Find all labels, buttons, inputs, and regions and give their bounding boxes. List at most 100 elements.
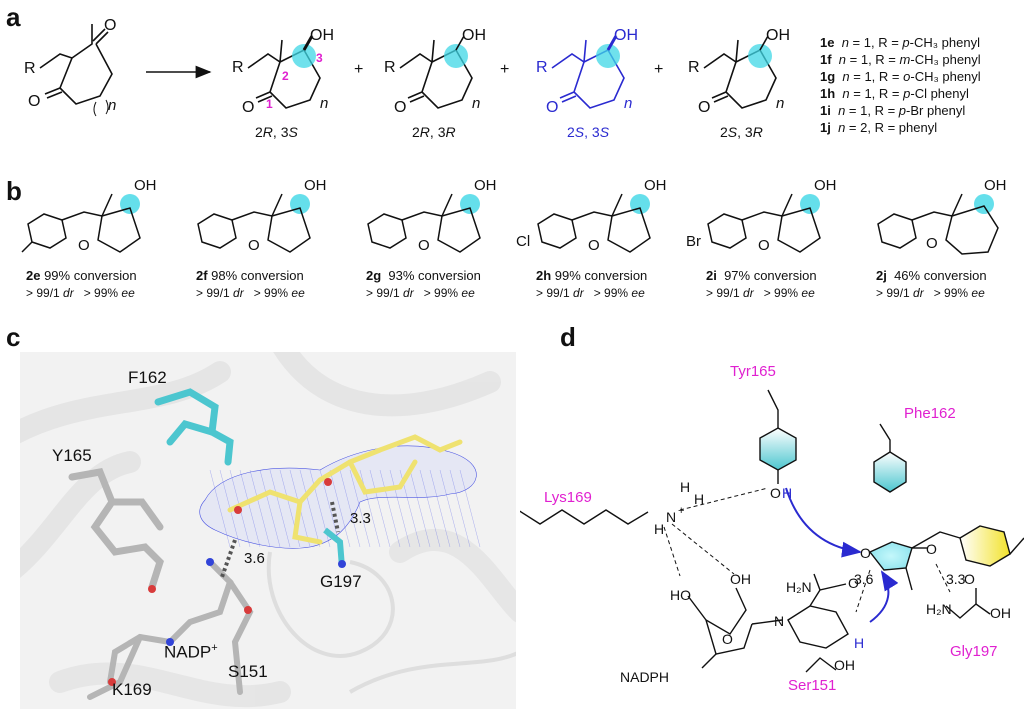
product-r: R — [536, 59, 548, 76]
legend-row-1h: 1h n = 1, R = p-Cl phenyl — [820, 86, 969, 101]
label-g197: G197 — [320, 572, 362, 591]
sm-r: R — [24, 60, 36, 77]
product-label-2: 2R, 3R — [412, 124, 456, 140]
tyr-oh-h: H — [782, 485, 792, 501]
compound-caption-2i: 2i 97% conversion> 99/1 dr > 99% ee — [706, 268, 817, 300]
sm-n: n — [108, 97, 116, 114]
atom-h-right: H — [694, 491, 704, 507]
amide-o: O — [848, 575, 859, 591]
compound-oh: OH — [474, 177, 497, 194]
ribose-oh: OH — [730, 571, 751, 587]
panel-label-d: d — [560, 322, 576, 352]
residue-phe162: Phe162 — [904, 405, 956, 422]
compound-caption-2j: 2j 46% conversion> 99/1 dr > 99% ee — [876, 268, 987, 300]
label-nadp: NADP+ — [164, 642, 218, 662]
product-o: O — [546, 99, 558, 116]
ring-n: N — [774, 613, 784, 629]
compound-oh: OH — [814, 177, 837, 194]
atom-h-left: H — [654, 521, 664, 537]
nadph-label: NADPH — [620, 669, 669, 685]
compound-structure-2j: O OH — [877, 177, 1007, 255]
legend-row-1i: 1i n = 1, R = p-Br phenyl — [820, 103, 966, 118]
legend-row-1e: 1e n = 1, R = p-CH₃ phenyl — [820, 35, 980, 50]
ribose-ho: HO — [670, 587, 691, 603]
mechanism-scheme: Tyr165 Phe162 Lys169 Gly197 Ser151 H H N… — [520, 363, 1024, 694]
starting-material — [39, 24, 113, 105]
plus-1: + — [354, 61, 363, 78]
product-label-1: 2R, 3S — [255, 124, 298, 140]
label-s151: S151 — [228, 662, 268, 681]
stereocenter-highlight — [800, 194, 820, 214]
product-n: n — [624, 95, 632, 112]
stereocenter-highlight — [444, 44, 468, 68]
ribose-o: O — [722, 631, 733, 647]
compound-caption-2f: 2f 98% conversion> 99/1 dr > 99% ee — [196, 268, 305, 300]
carbon-2: 2 — [282, 69, 289, 83]
ser-oh: OH — [834, 657, 855, 673]
label-k169: K169 — [112, 680, 152, 699]
stereocenter-highlight — [120, 194, 140, 214]
svg-text:O: O — [418, 237, 430, 254]
compound-oh: OH — [984, 177, 1007, 194]
product-n: n — [472, 95, 480, 112]
atom-nplus: + — [678, 505, 684, 517]
stereocenter-highlight — [460, 194, 480, 214]
distance-3-6: 3.6 — [244, 550, 265, 567]
compound-structure-2g: O OH — [367, 177, 497, 254]
legend-row-1j: 1j n = 2, R = phenyl — [820, 120, 938, 135]
product-o: O — [698, 99, 710, 116]
sm-o2: O — [104, 17, 116, 34]
stereocenter-highlight — [292, 44, 316, 68]
substrate-legend: 1e n = 1, R = p-CH₃ phenyl 1f n = 1, R =… — [820, 34, 981, 136]
distance-3-3: 3.3 — [350, 510, 371, 527]
substrate-o-reduced: O — [860, 545, 871, 561]
residue-ser151: Ser151 — [788, 677, 836, 694]
gly-h2n: H₂N — [926, 601, 952, 617]
compound-caption-2e: 2e 99% conversion> 99/1 dr > 99% ee — [26, 268, 137, 300]
tyr-oh-o: O — [770, 485, 781, 501]
product-n: n — [776, 95, 784, 112]
product-label-4: 2S, 3R — [720, 124, 763, 140]
svg-text:O: O — [78, 237, 90, 254]
stereocenter-highlight — [630, 194, 650, 214]
product-r: R — [232, 59, 244, 76]
label-f162: F162 — [128, 368, 167, 387]
compound-oh: OH — [134, 177, 157, 194]
amide-h2n: H₂N — [786, 579, 812, 595]
compound-halogen: Cl — [516, 233, 530, 250]
stereocenter-highlight — [596, 44, 620, 68]
product-oh: OH — [310, 27, 334, 44]
panel-label-b: b — [6, 176, 22, 206]
panel-label-c: c — [6, 322, 21, 352]
substrate-o-ketone: O — [926, 541, 937, 557]
residue-gly197: Gly197 — [950, 643, 998, 660]
compound-caption-2h: 2h 99% conversion> 99/1 dr > 99% ee — [536, 268, 648, 300]
compound-caption-2g: 2g 93% conversion> 99/1 dr > 99% ee — [366, 268, 481, 300]
product-n: n — [320, 95, 328, 112]
atom-h-top: H — [680, 479, 690, 495]
stereocenter-highlight — [974, 194, 994, 214]
product-o: O — [242, 99, 254, 116]
product-oh: OH — [614, 27, 638, 44]
compound-oh: OH — [304, 177, 327, 194]
svg-text:O: O — [758, 237, 770, 254]
label-y165: Y165 — [52, 446, 92, 465]
legend-row-1f: 1f n = 1, R = m-CH₃ phenyl — [820, 52, 981, 67]
product-structure-3: R O OH n — [536, 27, 638, 116]
carbon-1: 1 — [266, 97, 273, 111]
residue-tyr165: Tyr165 — [730, 363, 776, 380]
panel-label-a: a — [6, 2, 21, 32]
mech-distance-3-3: 3.3 — [946, 571, 966, 587]
product-oh: OH — [766, 27, 790, 44]
plus-2: + — [500, 61, 509, 78]
svg-text:O: O — [248, 237, 260, 254]
product-label-3: 2S, 3S — [567, 124, 610, 140]
mech-distance-3-6: 3.6 — [854, 571, 874, 587]
compound-oh: OH — [644, 177, 667, 194]
svg-text:O: O — [926, 235, 938, 252]
